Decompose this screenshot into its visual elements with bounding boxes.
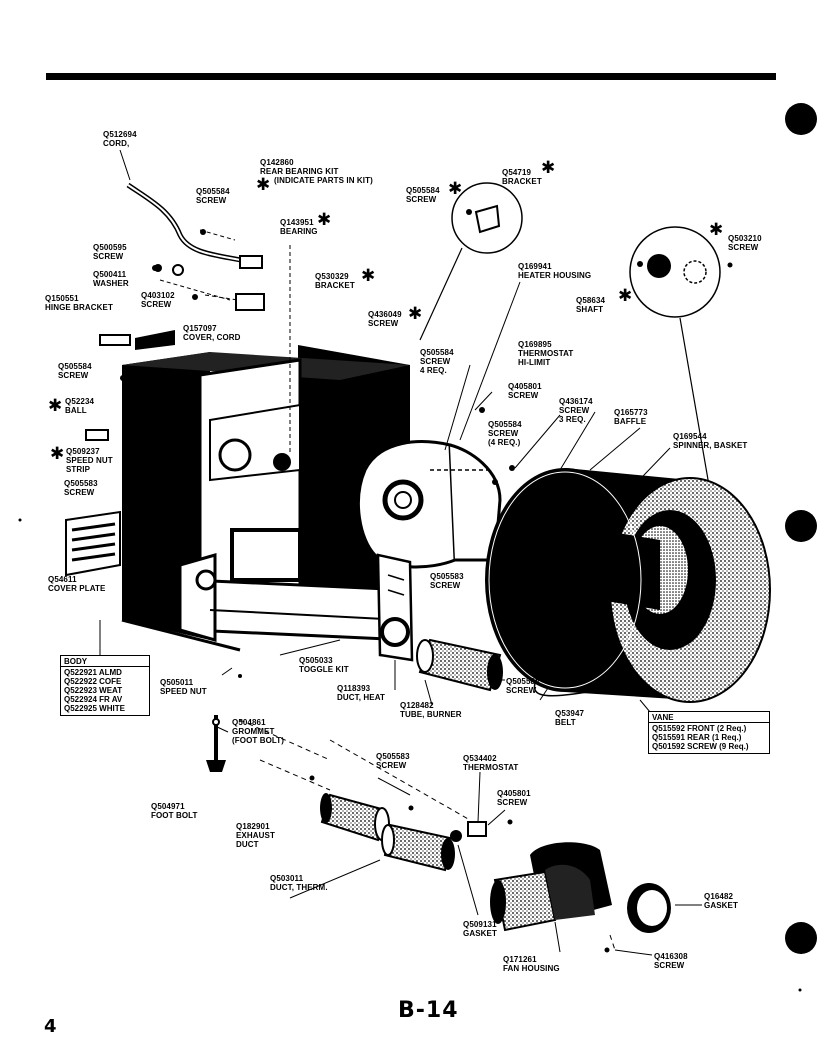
vane-table-row: Q515592 FRONT (2 Req.) — [652, 724, 747, 733]
shaft-kit-circle — [629, 226, 721, 318]
asterisk-screw-kit: ✱ — [448, 179, 463, 199]
asterisk-bearing: ✱ — [317, 210, 332, 230]
vane-parts-table: VANE Q515592 FRONT (2 Req.) Q515591 REAR… — [648, 711, 770, 754]
asterisk-speed-nut-strip: ✱ — [50, 444, 65, 464]
duct-therm — [381, 823, 455, 872]
tube-burner — [416, 638, 503, 692]
cover-plate — [65, 510, 121, 577]
body-table-row: Q522921 ALMD — [64, 668, 122, 677]
body-table-row: Q522924 FR AV — [64, 695, 123, 704]
foot-bolt — [206, 715, 226, 772]
registration-dot-top — [785, 103, 817, 135]
body-table-row: Q522925 WHITE — [64, 704, 125, 713]
fan-housing — [490, 842, 612, 932]
top-rule — [46, 73, 776, 80]
drum-basket — [485, 468, 771, 703]
asterisk-ball: ✱ — [48, 396, 63, 416]
page-code: B-14 — [398, 998, 459, 1023]
page-number: 4 — [44, 1016, 57, 1037]
asterisk-kit-note: ✱ — [256, 175, 271, 195]
asterisk-bracket-mid: ✱ — [361, 266, 376, 286]
asterisk-shaft: ✱ — [618, 286, 633, 306]
body-table-row: Q522922 COFE — [64, 677, 122, 686]
vane-table-row: Q515591 REAR (1 Req.) — [652, 733, 742, 742]
exhaust-duct — [320, 793, 390, 842]
belt — [533, 664, 601, 697]
duct-heat — [376, 553, 414, 662]
asterisk-screw-bracket: ✱ — [408, 304, 423, 324]
asterisk-screw-right: ✱ — [709, 220, 724, 240]
gasket-large — [627, 883, 671, 933]
vane-table-title: VANE — [649, 713, 769, 723]
registration-dot-bottom — [785, 922, 817, 954]
registration-dot-middle — [785, 510, 817, 542]
body-color-table: BODY Q522921 ALMD Q522922 COFE Q522923 W… — [60, 655, 150, 716]
body-table-row: Q522923 WEAT — [64, 686, 123, 695]
heater-housing — [357, 440, 502, 569]
vane-table-row: Q501592 SCREW (9 Req.) — [652, 742, 749, 751]
asterisk-bracket-kit: ✱ — [541, 158, 556, 178]
body-table-title: BODY — [61, 657, 149, 667]
